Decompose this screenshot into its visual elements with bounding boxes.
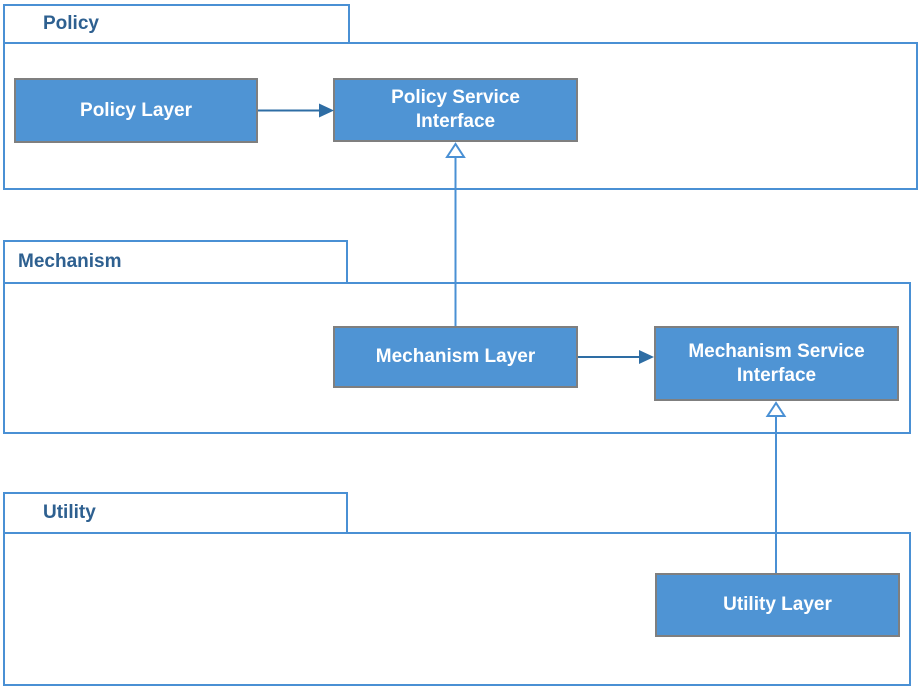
mechanism-layer-node: Mechanism Layer bbox=[333, 326, 578, 388]
mechanism-layer-label: Mechanism Layer bbox=[375, 346, 536, 368]
policy-package-tab: Policy bbox=[3, 4, 350, 44]
mechanism-package-tab: Mechanism bbox=[3, 240, 348, 284]
mechanism-service-interface-node: Mechanism Service Interface bbox=[654, 326, 899, 401]
utility-layer-label: Utility Layer bbox=[723, 594, 832, 616]
policy-service-interface-label: Policy Service Interface bbox=[391, 87, 520, 132]
utility-layer-node: Utility Layer bbox=[655, 573, 900, 637]
policy-package-title: Policy bbox=[43, 13, 99, 34]
utility-package-title: Utility bbox=[43, 502, 96, 523]
policy-service-interface-node: Policy Service Interface bbox=[333, 78, 578, 142]
utility-package-tab: Utility bbox=[3, 492, 348, 534]
policy-layer-label: Policy Layer bbox=[80, 99, 192, 121]
mechanism-package-title: Mechanism bbox=[18, 251, 122, 272]
mechanism-service-interface-label: Mechanism Service Interface bbox=[688, 340, 865, 386]
policy-layer-node: Policy Layer bbox=[14, 78, 258, 143]
